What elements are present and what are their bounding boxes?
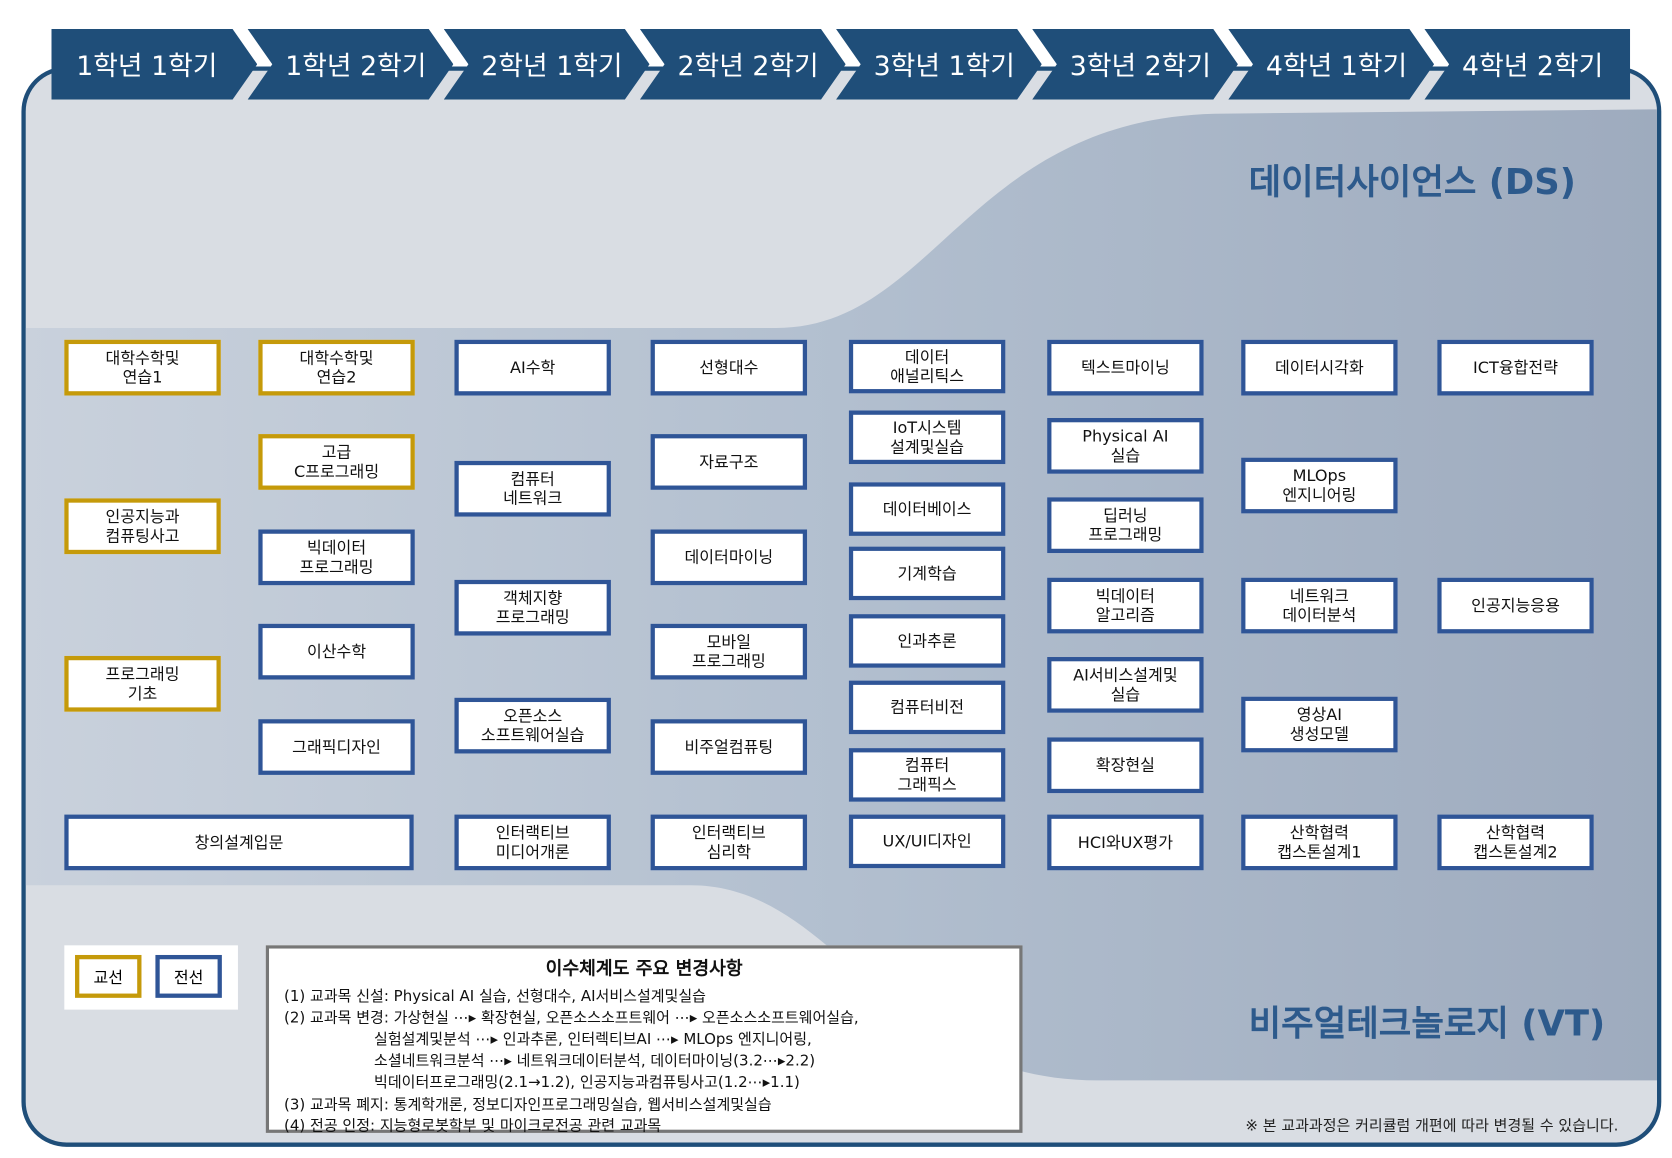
- course-box: AI수학: [454, 339, 611, 396]
- course-box: 인공지능과 컴퓨팅사고: [64, 498, 221, 555]
- course-box: 인터랙티브 심리학: [650, 814, 808, 871]
- course-box: UX/UI디자인: [848, 814, 1006, 869]
- track-title-vt: 비주얼테크놀로지 (VT): [1248, 1002, 1606, 1044]
- course-box: 산학협력 캡스톤설계2: [1437, 814, 1594, 871]
- change-line: 실험설계및분석 ⋯▸ 인과추론, 인터렉티브AI ⋯▸ MLOps 엔지니어링,: [374, 1031, 812, 1049]
- course-box: 산학협력 캡스톤설계1: [1241, 814, 1398, 871]
- semester-header: 1학년 1학기: [51, 28, 258, 100]
- course-box: 데이터베이스: [848, 482, 1006, 536]
- changes-title: 이수체계도 주요 변경사항: [545, 958, 743, 980]
- course-box: ICT융합전략: [1437, 339, 1594, 396]
- course-box: 확장현실: [1047, 737, 1204, 794]
- change-line: (1) 교과목 신설: Physical AI 실습, 선형대수, AI서비스설…: [284, 988, 706, 1006]
- course-box: 고급 C프로그래밍: [258, 434, 415, 490]
- changes-box: 이수체계도 주요 변경사항 (1) 교과목 신설: Physical AI 실습…: [265, 945, 1023, 1136]
- course-box: 그래픽디자인: [258, 719, 415, 775]
- semester-header: 2학년 2학기: [639, 28, 846, 100]
- change-line: (2) 교과목 변경: 가상현실 ⋯▸ 확장현실, 오픈소스소프트웨어 ⋯▸ 오…: [284, 1009, 859, 1027]
- footnote: ※ 본 교과과정은 커리큘럼 개편에 따라 변경될 수 있습니다.: [1245, 1117, 1619, 1136]
- course-box: 데이터마이닝: [650, 529, 808, 586]
- course-box: 영상AI 생성모델: [1241, 696, 1398, 753]
- course-box: 컴퓨터비전: [848, 680, 1006, 735]
- change-line: (4) 전공 인정: 지능형로봇학부 및 마이크로전공 관련 교과목: [284, 1117, 662, 1136]
- course-box: 데이터 애널리틱스: [848, 339, 1006, 394]
- course-box: 데이터시각화: [1241, 339, 1398, 396]
- semester-header: 1학년 2학기: [247, 28, 454, 100]
- course-box: MLOps 엔지니어링: [1241, 457, 1398, 514]
- course-box: 자료구조: [650, 434, 808, 490]
- change-line: (3) 교과목 폐지: 통계학개론, 정보디자인프로그래밍실습, 웹서비스설계및…: [284, 1096, 772, 1114]
- course-box: 대학수학및 연습1: [64, 339, 221, 396]
- change-line: 빅데이터프로그래밍(2.1→1.2), 인공지능과컴퓨팅사고(1.2⋯▸1.1): [374, 1073, 800, 1092]
- course-box: 빅데이터 알고리즘: [1047, 577, 1204, 634]
- course-box: 오픈소스 소프트웨어실습: [454, 697, 611, 754]
- course-box: Physical AI 실습: [1047, 418, 1204, 474]
- semester-header: 3학년 2학기: [1032, 28, 1238, 100]
- course-box: 프로그래밍 기초: [64, 655, 221, 712]
- course-box: HCI와UX평가: [1047, 814, 1204, 871]
- course-box: 딥러닝 프로그래밍: [1047, 497, 1204, 554]
- legend: 교선 전선: [64, 945, 238, 1010]
- course-box: 빅데이터 프로그래밍: [258, 529, 415, 586]
- course-box: 네트워크 데이터분석: [1241, 577, 1398, 634]
- course-box: 선형대수: [650, 339, 808, 396]
- track-title-ds: 데이터사이언스 (DS): [1248, 160, 1576, 203]
- change-line: 소셜네트워크분석 ⋯▸ 네트워크데이터분석, 데이터마이닝(3.2⋯▸2.2): [374, 1052, 816, 1070]
- course-box: 객체지향 프로그래밍: [454, 579, 611, 636]
- course-box: 모바일 프로그래밍: [650, 623, 808, 680]
- course-box: 대학수학및 연습2: [258, 339, 415, 396]
- course-box: AI서비스설계및 실습: [1047, 657, 1204, 713]
- course-box: 기계학습: [848, 546, 1006, 601]
- course-box: 비주얼컴퓨팅: [650, 719, 808, 775]
- semester-header: 2학년 1학기: [443, 28, 650, 100]
- course-box: 인과추론: [848, 614, 1006, 668]
- course-box: 인터랙티브 미디어개론: [454, 814, 611, 871]
- semester-header: 3학년 1학기: [836, 28, 1042, 100]
- course-box: IoT시스템 설계및실습: [848, 410, 1006, 465]
- course-box: 컴퓨터 네트워크: [454, 460, 611, 517]
- course-box: 이산수학: [258, 623, 415, 680]
- legend-general: 교선: [75, 954, 142, 998]
- course-box: 텍스트마이닝: [1047, 339, 1204, 396]
- course-box: 창의설계입문: [64, 814, 414, 871]
- course-box: 컴퓨터 그래픽스: [848, 748, 1006, 802]
- course-box: 인공지능응용: [1437, 577, 1594, 634]
- semester-header: 4학년 1학기: [1228, 28, 1435, 100]
- legend-major: 전선: [155, 954, 222, 998]
- semester-header: 4학년 2학기: [1424, 28, 1631, 100]
